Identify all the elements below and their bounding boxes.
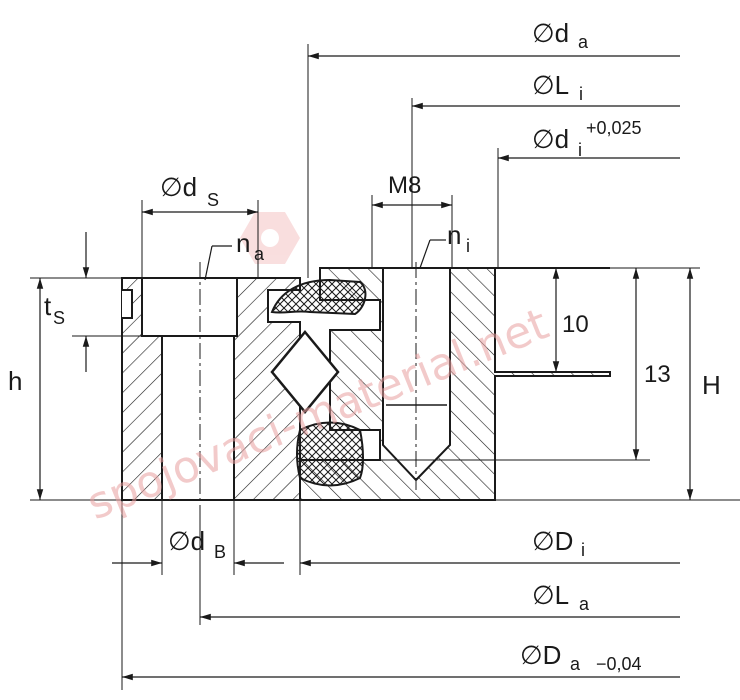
- outer-ring: [121, 277, 301, 501]
- svg-text:10: 10: [562, 311, 589, 338]
- label-na: n a: [236, 228, 265, 264]
- label-Li: ∅L i: [532, 70, 583, 104]
- svg-text:∅D: ∅D: [520, 640, 561, 670]
- svg-text:−0,04: −0,04: [596, 654, 642, 674]
- svg-text:a: a: [570, 654, 581, 674]
- svg-text:n: n: [236, 228, 250, 258]
- svg-text:∅L: ∅L: [532, 70, 569, 100]
- label-10: 10: [562, 311, 589, 338]
- label-h: h: [8, 366, 22, 396]
- label-H: H: [702, 370, 721, 400]
- label-ni: n i: [447, 220, 470, 256]
- svg-text:+0,025: +0,025: [586, 118, 642, 138]
- svg-text:a: a: [254, 244, 265, 264]
- svg-text:S: S: [207, 190, 219, 210]
- watermark-logo-icon: [240, 212, 300, 264]
- svg-text:i: i: [579, 84, 583, 104]
- svg-text:M8: M8: [388, 172, 421, 199]
- svg-text:i: i: [466, 236, 470, 256]
- label-Da: ∅D a −0,04: [520, 640, 642, 674]
- extension-lines: [30, 44, 740, 690]
- label-13: 13: [644, 361, 671, 388]
- label-dS: ∅d S: [160, 172, 219, 210]
- label-dB: ∅d B: [168, 526, 226, 562]
- svg-text:∅d: ∅d: [532, 18, 569, 48]
- seal-top: [270, 278, 367, 316]
- svg-text:∅L: ∅L: [532, 580, 569, 610]
- svg-text:a: a: [579, 594, 590, 614]
- roller: [270, 330, 340, 414]
- label-Di: ∅D i: [532, 526, 585, 560]
- dimension-lines: [36, 52, 694, 681]
- svg-text:∅D: ∅D: [532, 526, 573, 556]
- svg-text:H: H: [702, 370, 721, 400]
- svg-text:n: n: [447, 220, 461, 250]
- svg-text:h: h: [8, 366, 22, 396]
- svg-text:i: i: [581, 540, 585, 560]
- svg-text:S: S: [53, 308, 65, 328]
- svg-text:a: a: [578, 32, 589, 52]
- svg-text:B: B: [214, 542, 226, 562]
- svg-text:∅d: ∅d: [532, 124, 569, 154]
- svg-text:13: 13: [644, 361, 671, 388]
- svg-text:t: t: [44, 291, 52, 321]
- centerlines: [199, 262, 417, 520]
- label-di: ∅d i +0,025: [532, 118, 642, 160]
- svg-text:∅d: ∅d: [168, 526, 205, 556]
- svg-text:i: i: [578, 140, 582, 160]
- seal-bottom: [296, 421, 364, 487]
- label-tS: t S: [44, 291, 65, 328]
- label-da: ∅d a: [532, 18, 589, 52]
- label-La: ∅L a: [532, 580, 590, 614]
- label-M8: M8: [388, 172, 421, 199]
- svg-text:∅d: ∅d: [160, 172, 197, 202]
